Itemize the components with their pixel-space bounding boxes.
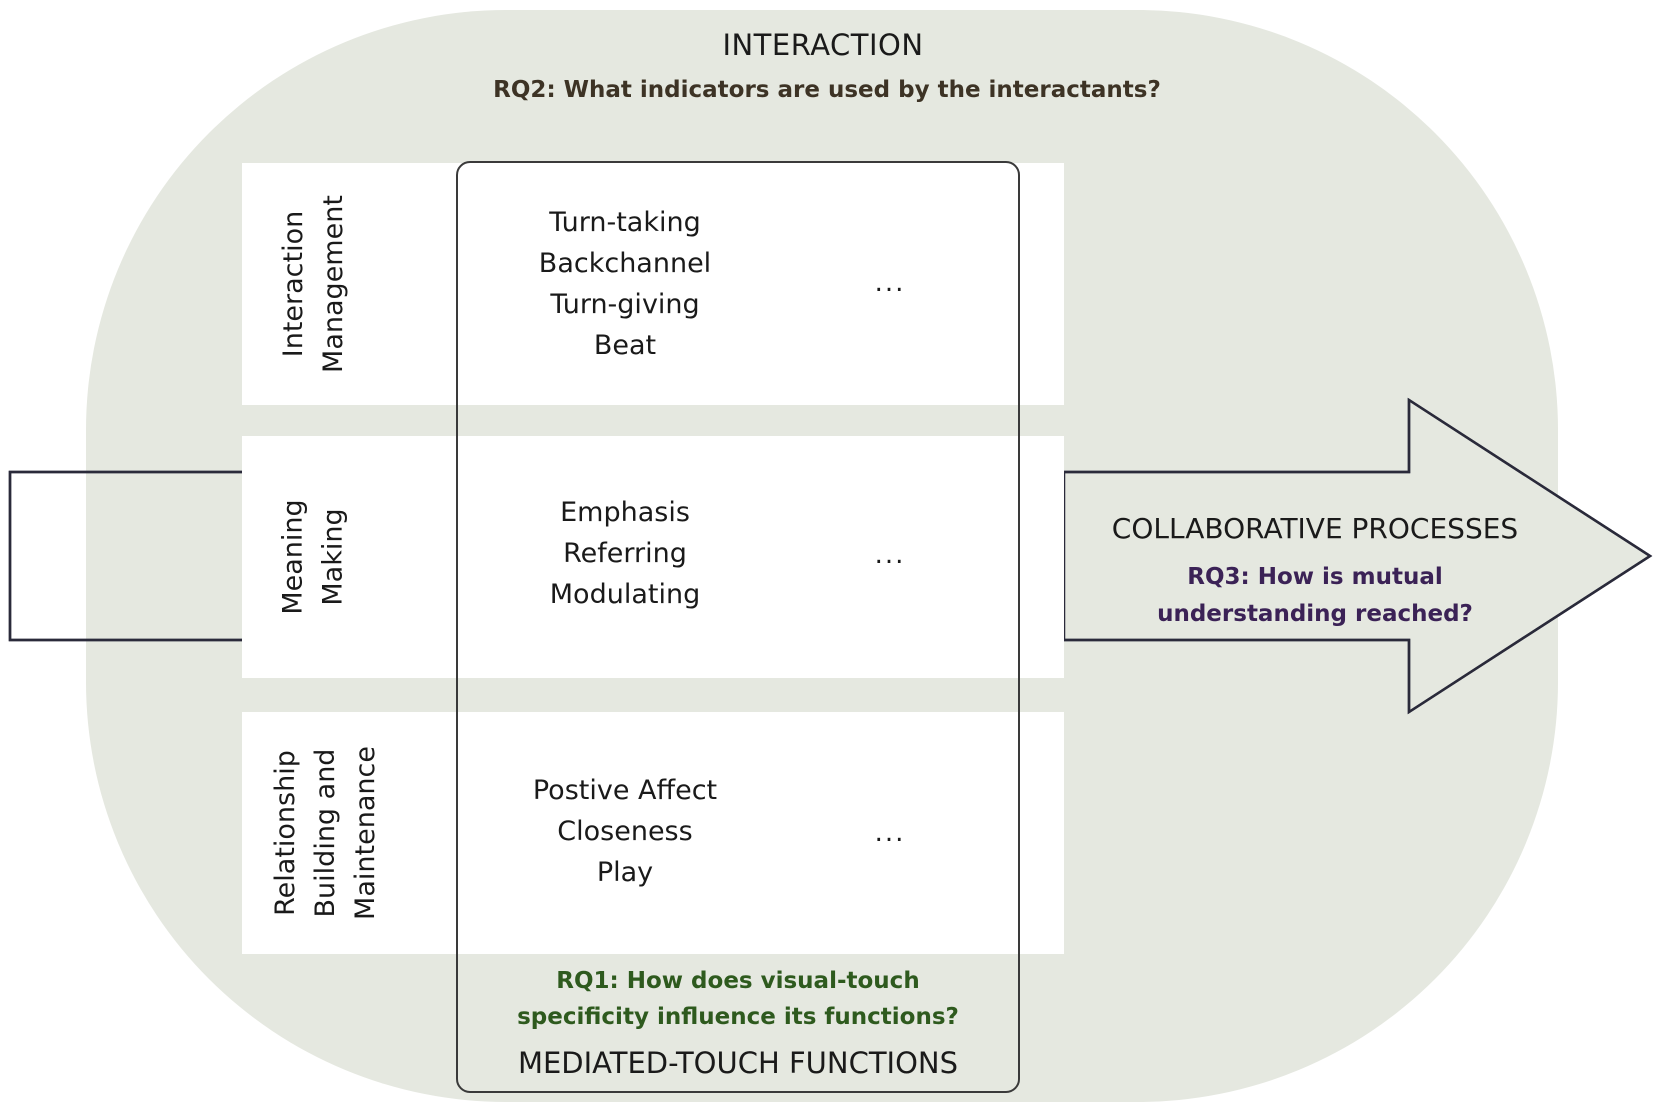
label-line: Maintenance bbox=[350, 746, 382, 920]
rq1-question: RQ1: How does visual-touch specificity i… bbox=[456, 963, 1020, 1035]
more-ellipsis: ... bbox=[874, 268, 906, 298]
indicator-item: Backchannel bbox=[538, 248, 712, 279]
indicator-item: Modulating bbox=[549, 579, 701, 610]
rq3-line: understanding reached? bbox=[1157, 601, 1473, 627]
more-ellipsis: ... bbox=[874, 540, 906, 570]
label-line: Building and bbox=[310, 748, 342, 918]
label-line: Meaning bbox=[277, 499, 309, 615]
interaction-title: INTERACTION bbox=[722, 28, 924, 62]
rq3-line: RQ3: How is mutual bbox=[1187, 564, 1443, 590]
rq1-line: RQ1: How does visual-touch bbox=[556, 968, 920, 994]
indicator-item: Turn-giving bbox=[550, 289, 700, 320]
indicator-item: Emphasis bbox=[560, 497, 690, 528]
function-band-relationship bbox=[242, 712, 1064, 954]
mediated-touch-title: MEDIATED-TOUCH FUNCTIONS bbox=[517, 1046, 959, 1080]
label-line: Making bbox=[317, 508, 349, 606]
label-line: Management bbox=[318, 195, 349, 373]
indicator-item: Beat bbox=[593, 330, 657, 361]
mediated-touch-functions-box bbox=[456, 161, 1020, 1093]
indicator-item: Closeness bbox=[557, 816, 693, 847]
label-meaning-making: Meaning Making bbox=[256, 436, 372, 678]
indicator-item: Turn-taking bbox=[549, 207, 701, 238]
indicator-item: Play bbox=[596, 857, 654, 888]
rq3-question: RQ3: How is mutual understanding reached… bbox=[1080, 559, 1550, 633]
rq1-line: specificity influence its functions? bbox=[517, 1004, 959, 1030]
label-line: Interaction bbox=[278, 210, 309, 358]
indicator-list-interaction-management: Turn-taking Backchannel Turn-giving Beat bbox=[500, 202, 750, 366]
indicator-item: Postive Affect bbox=[532, 775, 718, 806]
label-line: Relationship bbox=[270, 750, 302, 916]
more-ellipsis: ... bbox=[874, 818, 906, 848]
label-relationship-building: Relationship Building and Maintenance bbox=[256, 712, 396, 954]
collaborative-processes-title: COLLABORATIVE PROCESSES bbox=[1111, 512, 1519, 545]
function-band-interaction-management bbox=[242, 163, 1064, 405]
indicator-list-meaning-making: Emphasis Referring Modulating bbox=[500, 492, 750, 615]
label-interaction-management: Interaction Management bbox=[256, 163, 372, 405]
indicator-item: Referring bbox=[563, 538, 687, 569]
function-band-meaning-making bbox=[242, 436, 1064, 678]
indicator-list-relationship: Postive Affect Closeness Play bbox=[500, 770, 750, 893]
rq2-question: RQ2: What indicators are used by the int… bbox=[493, 77, 1161, 103]
